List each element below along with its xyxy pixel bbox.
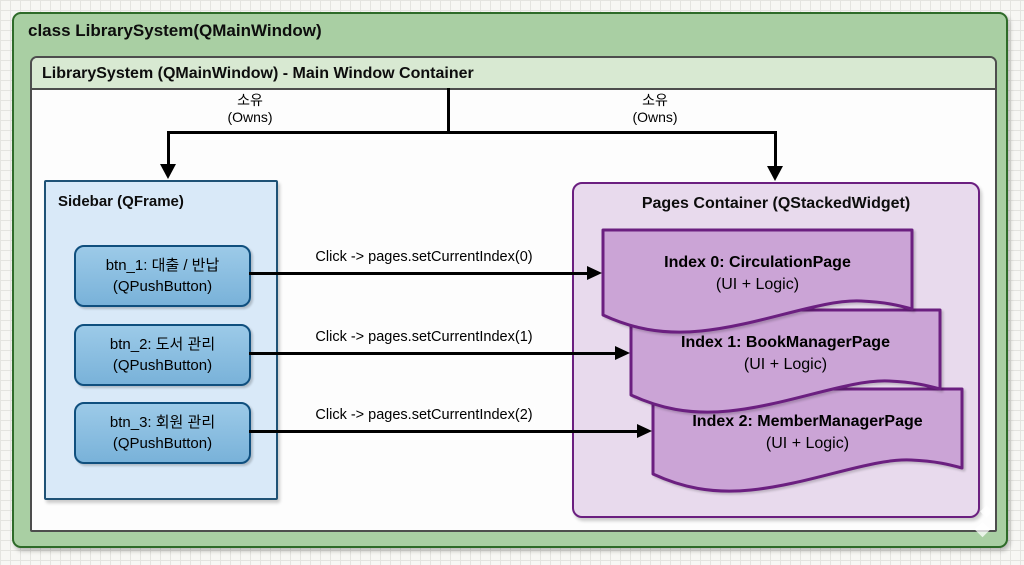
main-window-header: LibrarySystem (QMainWindow) - Main Windo…	[32, 58, 995, 90]
tape-shape	[601, 228, 914, 334]
pages-container-title: Pages Container (QStackedWidget)	[641, 195, 911, 212]
owns-branch-line	[167, 131, 776, 134]
click-edge-0-line	[249, 272, 588, 275]
owns-label-left: 소유 (Owns)	[224, 92, 276, 126]
owns-left-drop-line	[167, 131, 170, 165]
pages-container: Pages Container (QStackedWidget) Index 0…	[572, 182, 980, 518]
owns-label-left-en: (Owns)	[227, 109, 273, 125]
click-edge-1-label: Click -> pages.setCurrentIndex(1)	[313, 329, 535, 345]
page-label-line1: Index 1: BookManagerPage	[681, 334, 890, 351]
page-membermanager: Index 2: MemberManagerPage (UI + Logic)	[651, 387, 967, 501]
owns-trunk-line	[447, 88, 450, 133]
page-label-line2: (UI + Logic)	[765, 435, 850, 452]
tape-shape	[629, 308, 942, 414]
owns-label-right: 소유 (Owns)	[629, 92, 681, 126]
click-edge-2-label: Click -> pages.setCurrentIndex(2)	[313, 407, 535, 423]
button-label-line2: (QPushButton)	[112, 357, 213, 374]
page-label: Index 1: BookManagerPage (UI + Logic)	[629, 332, 942, 376]
owns-right-drop-line	[774, 131, 777, 167]
owns-label-left-ko: 소유	[237, 92, 263, 108]
owns-label-right-en: (Owns)	[632, 109, 678, 125]
sidebar-frame: Sidebar (QFrame) btn_1: 대출 / 반납 (QPushBu…	[44, 180, 278, 500]
page-label-line1: Index 2: MemberManagerPage	[692, 413, 923, 430]
click-edge-1-line	[249, 352, 616, 355]
click-edge-2-arrowhead-icon	[637, 424, 652, 438]
click-edge-1-arrowhead-icon	[615, 346, 630, 360]
page-label-line1: Index 0: CirculationPage	[664, 254, 851, 271]
button-label-line1: btn_1: 대출 / 반납	[105, 257, 220, 274]
owns-right-arrowhead-icon	[767, 166, 783, 181]
button-label-line1: btn_3: 회원 관리	[109, 414, 216, 431]
button-label-line2: (QPushButton)	[112, 435, 213, 452]
page-circulation: Index 0: CirculationPage (UI + Logic)	[601, 228, 917, 342]
class-title: class LibrarySystem(QMainWindow)	[28, 21, 322, 40]
owns-label-right-ko: 소유	[642, 92, 668, 108]
button-label-line1: btn_2: 도서 관리	[109, 336, 216, 353]
owns-left-arrowhead-icon	[160, 164, 176, 179]
page-label: Index 2: MemberManagerPage (UI + Logic)	[651, 411, 964, 455]
sidebar-button-circulation[interactable]: btn_1: 대출 / 반납 (QPushButton)	[74, 245, 251, 307]
page-label: Index 0: CirculationPage (UI + Logic)	[601, 252, 914, 296]
sidebar-button-books[interactable]: btn_2: 도서 관리 (QPushButton)	[74, 324, 251, 386]
click-edge-2-line	[249, 430, 638, 433]
page-bookmanager: Index 1: BookManagerPage (UI + Logic)	[629, 308, 945, 422]
sidebar-title: Sidebar (QFrame)	[58, 193, 184, 210]
click-edge-0-label: Click -> pages.setCurrentIndex(0)	[313, 249, 535, 265]
sidebar-button-members[interactable]: btn_3: 회원 관리 (QPushButton)	[74, 402, 251, 464]
page-label-line2: (UI + Logic)	[715, 276, 800, 293]
page-label-line2: (UI + Logic)	[743, 356, 828, 373]
button-label-line2: (QPushButton)	[112, 278, 213, 295]
tape-shape	[651, 387, 964, 493]
click-edge-0-arrowhead-icon	[587, 266, 602, 280]
